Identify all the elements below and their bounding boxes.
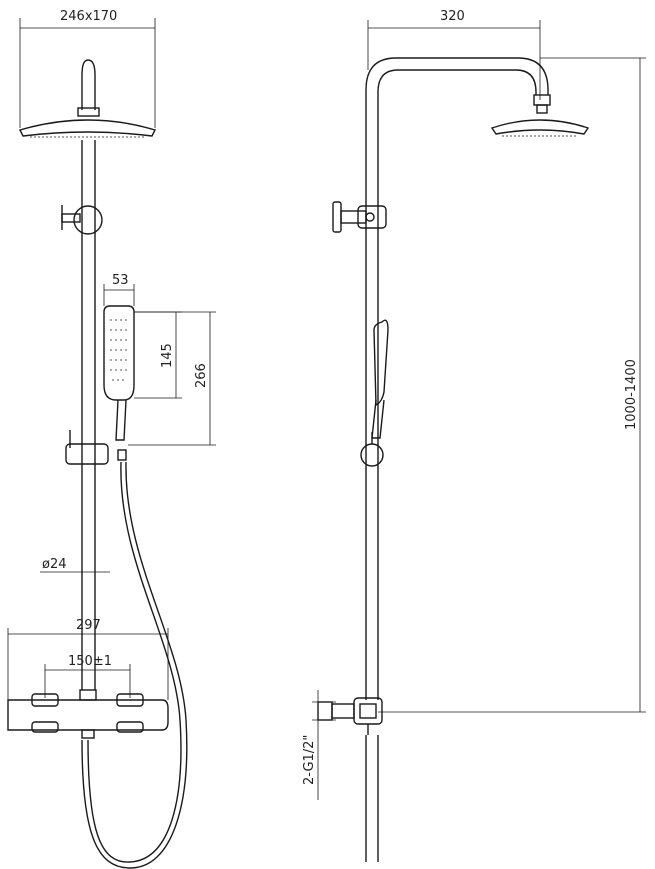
head-size-label: 246x170: [60, 9, 117, 24]
handset-head-dimension: 145: [134, 311, 182, 399]
front-mixer: [7, 689, 169, 739]
side-hose: [365, 735, 379, 862]
front-arm-joint: [77, 107, 100, 117]
side-riser-inner: [377, 69, 537, 700]
front-hose: [87, 461, 182, 863]
mixer-width-label: 297: [76, 618, 101, 633]
handset-width-dimension: 53: [103, 273, 135, 306]
handset-nozzle-pattern: [110, 319, 128, 381]
connection-label: 2-G1/2": [302, 735, 317, 785]
handset-head-label: 145: [160, 343, 175, 368]
front-arm: [81, 59, 96, 110]
height-range-dimension: 1000-1400: [378, 57, 646, 713]
side-handset: [371, 319, 389, 439]
front-view: 246x170: [7, 9, 216, 869]
front-diverter: [61, 205, 103, 235]
arm-length-dimension: 320: [367, 9, 541, 100]
side-riser-outer: [365, 57, 549, 700]
handset-width-label: 53: [112, 273, 129, 288]
front-handset: [103, 305, 135, 441]
height-range-label: 1000-1400: [624, 359, 639, 430]
pipe-diameter-dimension: ø24: [40, 557, 110, 573]
front-slide-holder: [65, 430, 127, 465]
mixer-width-dimension: 297: [7, 618, 169, 700]
mixer-centers-dimension: 150±1: [44, 654, 131, 698]
handset-length-dimension: 266: [128, 311, 216, 446]
pipe-diameter-label: ø24: [42, 557, 67, 572]
side-slide-holder: [360, 432, 384, 467]
side-shower-head: [490, 94, 590, 137]
handset-length-label: 266: [194, 363, 209, 388]
side-diverter: [332, 201, 387, 233]
side-mixer: [317, 697, 383, 735]
mixer-centers-label: 150±1: [68, 654, 112, 669]
side-view: 320: [302, 9, 646, 862]
head-size-dimension: 246x170: [19, 9, 156, 128]
front-shower-head: [18, 119, 156, 137]
arm-length-label: 320: [440, 9, 465, 24]
connection-dimension: 2-G1/2": [302, 690, 336, 800]
